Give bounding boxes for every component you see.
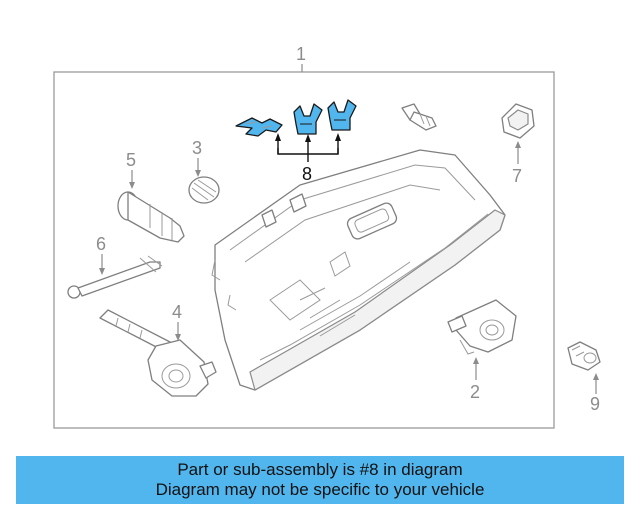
callout-label-2: 2 [470,382,480,402]
screw[interactable] [401,103,437,131]
leader-arrow-8c [335,133,341,141]
glove-box-assembly[interactable] [211,149,506,391]
part-9-grommet[interactable] [567,341,601,371]
part-8-clips[interactable] [235,99,357,137]
part-3-knob[interactable] [188,176,220,204]
callout-label-8: 8 [302,164,312,184]
part-5-bumper[interactable] [117,191,185,243]
assembly-frame [53,71,555,429]
callout-label-7: 7 [512,166,522,186]
part-6-rod[interactable] [67,255,163,299]
banner-line-2: Diagram may not be specific to your vehi… [155,480,485,499]
parts-diagram: 1 8 3 [53,44,601,429]
part-4-damper[interactable] [99,309,217,397]
callout-label-4: 4 [172,302,182,322]
callout-label-1: 1 [296,44,306,64]
info-banner: Part or sub-assembly is #8 in diagram Di… [16,456,624,504]
callout-label-3: 3 [192,138,202,158]
part-2-latch[interactable] [447,299,517,355]
banner-line-1: Part or sub-assembly is #8 in diagram [177,460,463,479]
callout-label-6: 6 [96,234,106,254]
leader-arrow-8b [305,134,311,142]
leader-arrow-8a [275,133,281,141]
part-7-clip[interactable] [501,103,535,139]
callout-label-5: 5 [126,150,136,170]
callout-label-9: 9 [590,394,600,414]
